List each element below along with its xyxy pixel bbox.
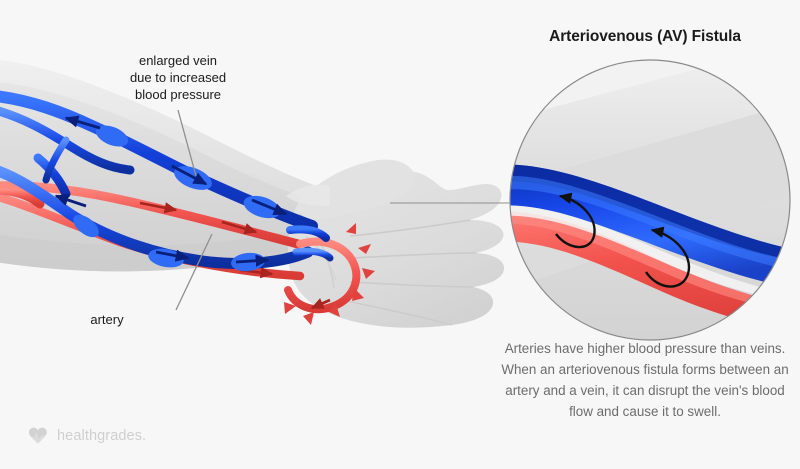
label-enlarged-vein: enlarged vein due to increased blood pre… (129, 53, 227, 102)
heart-check-icon (29, 427, 47, 444)
label-artery: artery (90, 312, 124, 327)
inset-title: Arteriovenous (AV) Fistula (549, 28, 741, 45)
vein-flow-arrows (54, 115, 288, 267)
palmar-arterial-arch-spikes (284, 223, 375, 325)
vein-network (0, 90, 334, 272)
inset-circle-border (509, 59, 791, 341)
inset-caption: Arteries have higher blood pressure than… (501, 341, 789, 419)
fistula-crossover-arrow-2 (645, 226, 691, 288)
leader-lines (175, 109, 512, 311)
fistula-crossover-arrow-1 (555, 192, 596, 249)
logo-wordmark: healthgrades. (57, 428, 147, 444)
leader-line-vein (177, 109, 197, 177)
healthgrades-logo: healthgrades. (28, 427, 146, 445)
leader-line-artery (175, 233, 213, 311)
magnified-circle-inset (509, 59, 791, 341)
